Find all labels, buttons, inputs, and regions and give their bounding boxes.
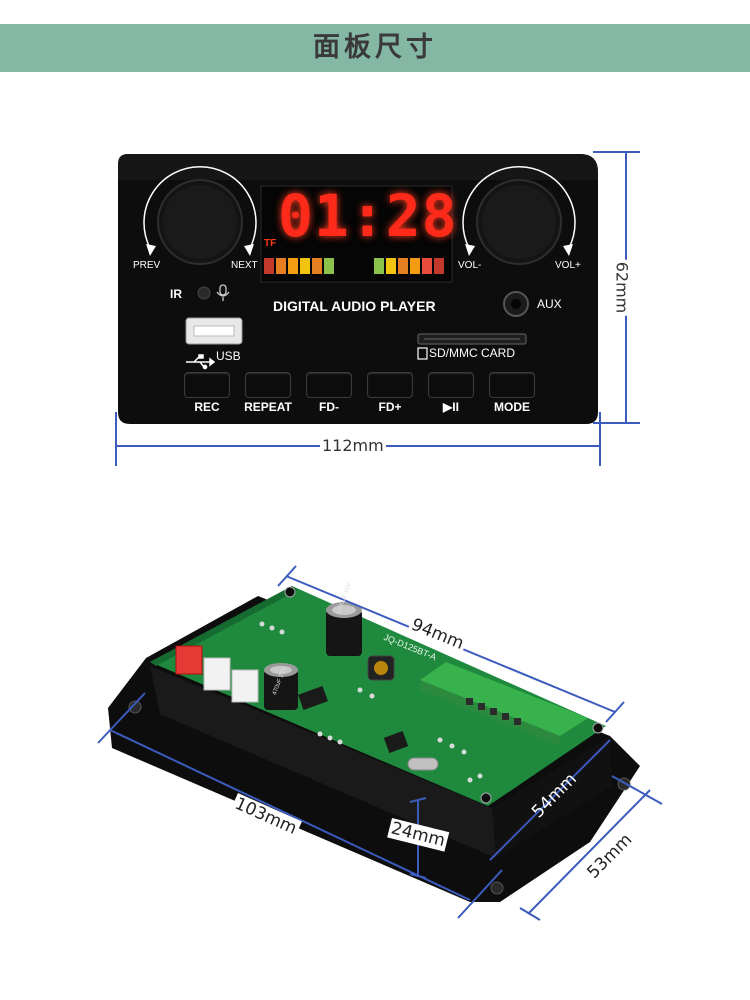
play-pause-label: ▶II <box>443 400 459 414</box>
usb-icon <box>186 354 216 370</box>
mode-label: MODE <box>494 400 530 414</box>
capacitor-small <box>264 663 298 710</box>
mic-icon <box>216 284 230 301</box>
fd-plus-button[interactable] <box>367 372 413 398</box>
pcb-board <box>150 586 606 806</box>
repeat-label: REPEAT <box>244 400 292 414</box>
module-drawing <box>97 565 663 921</box>
right-knob[interactable] <box>462 166 576 265</box>
ir-sensor <box>197 286 211 300</box>
left-knob[interactable] <box>143 166 257 265</box>
repeat-button[interactable] <box>245 372 291 398</box>
connectors <box>175 645 259 703</box>
vol-down-label: VOL- <box>458 260 482 271</box>
play-pause-button[interactable] <box>428 372 474 398</box>
capacitor-large <box>326 602 362 656</box>
panel-brand-label: DIGITAL AUDIO PLAYER <box>273 298 436 314</box>
display-source: TF <box>264 238 277 249</box>
spectrum-right <box>374 258 444 274</box>
rec-label: REC <box>194 400 220 414</box>
next-label: NEXT <box>231 260 258 271</box>
fd-plus-label: FD+ <box>378 400 402 414</box>
height-dimension: 62mm <box>612 259 632 316</box>
mode-button[interactable] <box>489 372 535 398</box>
prev-label: PREV <box>133 260 161 271</box>
ir-label: IR <box>170 287 182 301</box>
sd-card-icon <box>417 347 428 360</box>
fd-minus-label: FD- <box>319 400 339 414</box>
sd-label: SD/MMC CARD <box>429 346 515 360</box>
vol-up-label: VOL+ <box>555 260 581 271</box>
title-banner: 面板尺寸 <box>0 24 750 72</box>
panel-drawing <box>115 151 640 466</box>
width-dimension: 112mm <box>320 436 386 455</box>
spectrum-left <box>264 258 334 274</box>
page-title: 面板尺寸 <box>313 32 437 63</box>
aux-label: AUX <box>537 297 562 311</box>
display-time: 01:28 <box>278 182 458 250</box>
usb-label: USB <box>216 349 241 363</box>
fd-minus-button[interactable] <box>306 372 352 398</box>
rec-button[interactable] <box>184 372 230 398</box>
